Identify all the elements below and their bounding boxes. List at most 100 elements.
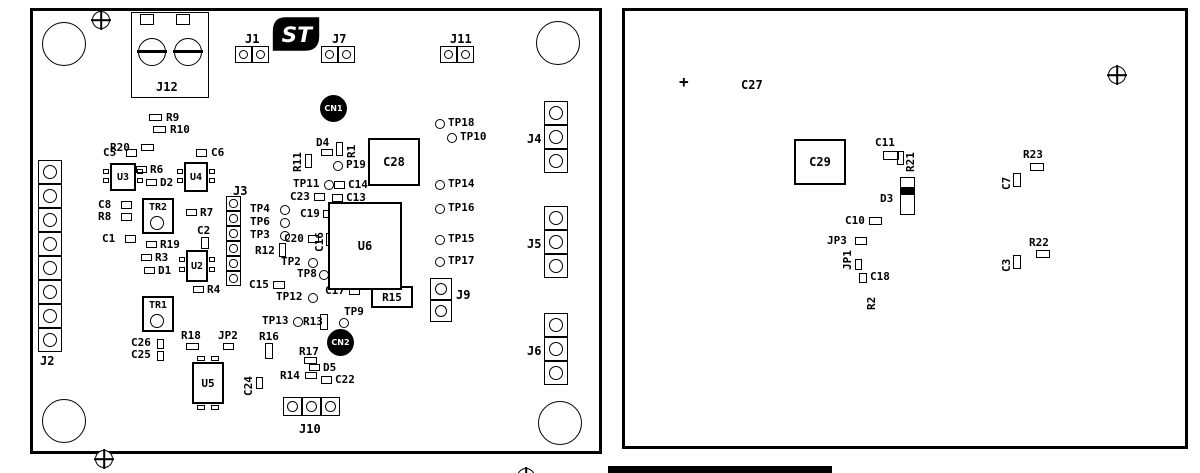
d4-body xyxy=(321,149,333,156)
tp17-pad xyxy=(435,257,445,267)
r19-body xyxy=(146,241,157,248)
refdes-c7: C7 xyxy=(1000,176,1013,190)
refdes-d2: D2 xyxy=(160,176,174,189)
refdes-j12: J12 xyxy=(156,80,178,94)
refdes-tp15: TP15 xyxy=(448,232,475,245)
component-c29: C29 xyxy=(794,139,846,185)
tp13-pad xyxy=(293,317,303,327)
c13-body xyxy=(332,194,343,202)
connector-j10-pin xyxy=(283,397,302,416)
refdes-r16: R16 xyxy=(259,330,279,343)
r11-body xyxy=(305,154,312,168)
connector-cn1: CN1 xyxy=(320,95,347,122)
c26-body xyxy=(157,339,164,349)
r12-body xyxy=(279,243,286,257)
connector-j7-pin xyxy=(321,46,338,63)
refdes-c14: C14 xyxy=(348,178,368,191)
refdes-r1: R1 xyxy=(345,144,358,158)
connector-j5-pin xyxy=(544,230,568,254)
refdes-r9: R9 xyxy=(166,111,180,124)
connector-j10-pin xyxy=(302,397,321,416)
u4-pad xyxy=(209,169,215,174)
st-logo-text: ST xyxy=(282,23,315,48)
r4-body xyxy=(193,286,204,293)
refdes-r10: R10 xyxy=(170,123,190,136)
r18-body xyxy=(186,343,199,350)
refdes-r3: R3 xyxy=(155,251,169,264)
r7-body xyxy=(186,209,197,216)
connector-j2 xyxy=(38,160,62,352)
refdes-r14: R14 xyxy=(280,369,300,382)
refdes-j9: J9 xyxy=(456,288,471,302)
u2-pad xyxy=(209,267,215,272)
refdes-c8: C8 xyxy=(98,198,112,211)
tp15-pad xyxy=(435,235,445,245)
connector-j3-pin xyxy=(226,196,241,211)
tp10-pad xyxy=(447,133,457,143)
u5-pad xyxy=(197,356,205,361)
refdes-j3: J3 xyxy=(233,184,248,198)
refdes-tp17: TP17 xyxy=(448,254,475,267)
connector-j4-pin xyxy=(544,125,568,149)
refdes-c20: C20 xyxy=(284,232,304,245)
connector-j1-pin xyxy=(252,46,269,63)
divider-bar xyxy=(608,466,832,473)
j12-body xyxy=(131,12,209,98)
d1-body xyxy=(144,267,155,274)
refdes-c6: C6 xyxy=(211,146,225,159)
connector-j9-pin xyxy=(430,278,452,300)
refdes-r18: R18 xyxy=(181,329,201,342)
tp9-pad xyxy=(339,318,349,328)
refdes-jp3: JP3 xyxy=(827,234,847,247)
connector-j2-pin xyxy=(38,304,62,328)
connector-j6-pin xyxy=(544,337,568,361)
connector-j6 xyxy=(544,313,568,385)
c23-body xyxy=(314,193,325,201)
refdes-r17: R17 xyxy=(299,345,319,358)
connector-j2-pin xyxy=(38,208,62,232)
u3-pad xyxy=(103,169,109,174)
u5-pad xyxy=(197,405,205,410)
jp2-body xyxy=(223,343,234,350)
connector-j9-pin xyxy=(430,300,452,322)
connector-j5-pin xyxy=(544,254,568,278)
refdes-c18: C18 xyxy=(870,270,890,283)
refdes-r2: R2 xyxy=(865,296,878,310)
d3-body xyxy=(900,177,915,215)
connector-j2-pin xyxy=(38,160,62,184)
r17-body xyxy=(304,357,317,364)
tp14-pad xyxy=(435,180,445,190)
refdes-j11: J11 xyxy=(450,32,472,46)
refdes-d5: D5 xyxy=(323,361,337,374)
r9-body xyxy=(149,114,162,121)
refdes-tp11: TP11 xyxy=(293,177,320,190)
refdes-c26: C26 xyxy=(131,336,151,349)
refdes-c19: C19 xyxy=(300,207,320,220)
connector-j9 xyxy=(430,278,452,322)
c1-body xyxy=(125,235,136,243)
refdes-tp4: TP4 xyxy=(250,202,270,215)
connector-j5-pin xyxy=(544,206,568,230)
refdes-p19: P19 xyxy=(346,158,366,171)
connector-j6-pin xyxy=(544,361,568,385)
connector-j11-pin xyxy=(440,46,457,63)
tr1-hole xyxy=(150,314,164,328)
refdes-r21: R21 xyxy=(904,152,917,172)
c8-body xyxy=(121,201,132,209)
refdes-tp3: TP3 xyxy=(250,228,270,241)
mounting-hole-top-right xyxy=(536,21,580,65)
fiducial-left-bottom-left xyxy=(95,450,113,468)
connector-j10-pin xyxy=(321,397,340,416)
refdes-tp12: TP12 xyxy=(276,290,303,303)
refdes-r22: R22 xyxy=(1029,236,1049,249)
d3-band xyxy=(900,187,915,195)
connector-j7 xyxy=(321,46,355,63)
refdes-j2: J2 xyxy=(40,354,55,368)
mounting-hole-bottom-left xyxy=(42,399,86,443)
fiducial-left-bottom-right xyxy=(517,468,535,473)
u4-pad xyxy=(209,178,215,183)
c15-body xyxy=(273,281,285,289)
refdes-tp6: TP6 xyxy=(250,215,270,228)
connector-j3-pin xyxy=(226,271,241,286)
st-logo: ST xyxy=(272,16,320,56)
